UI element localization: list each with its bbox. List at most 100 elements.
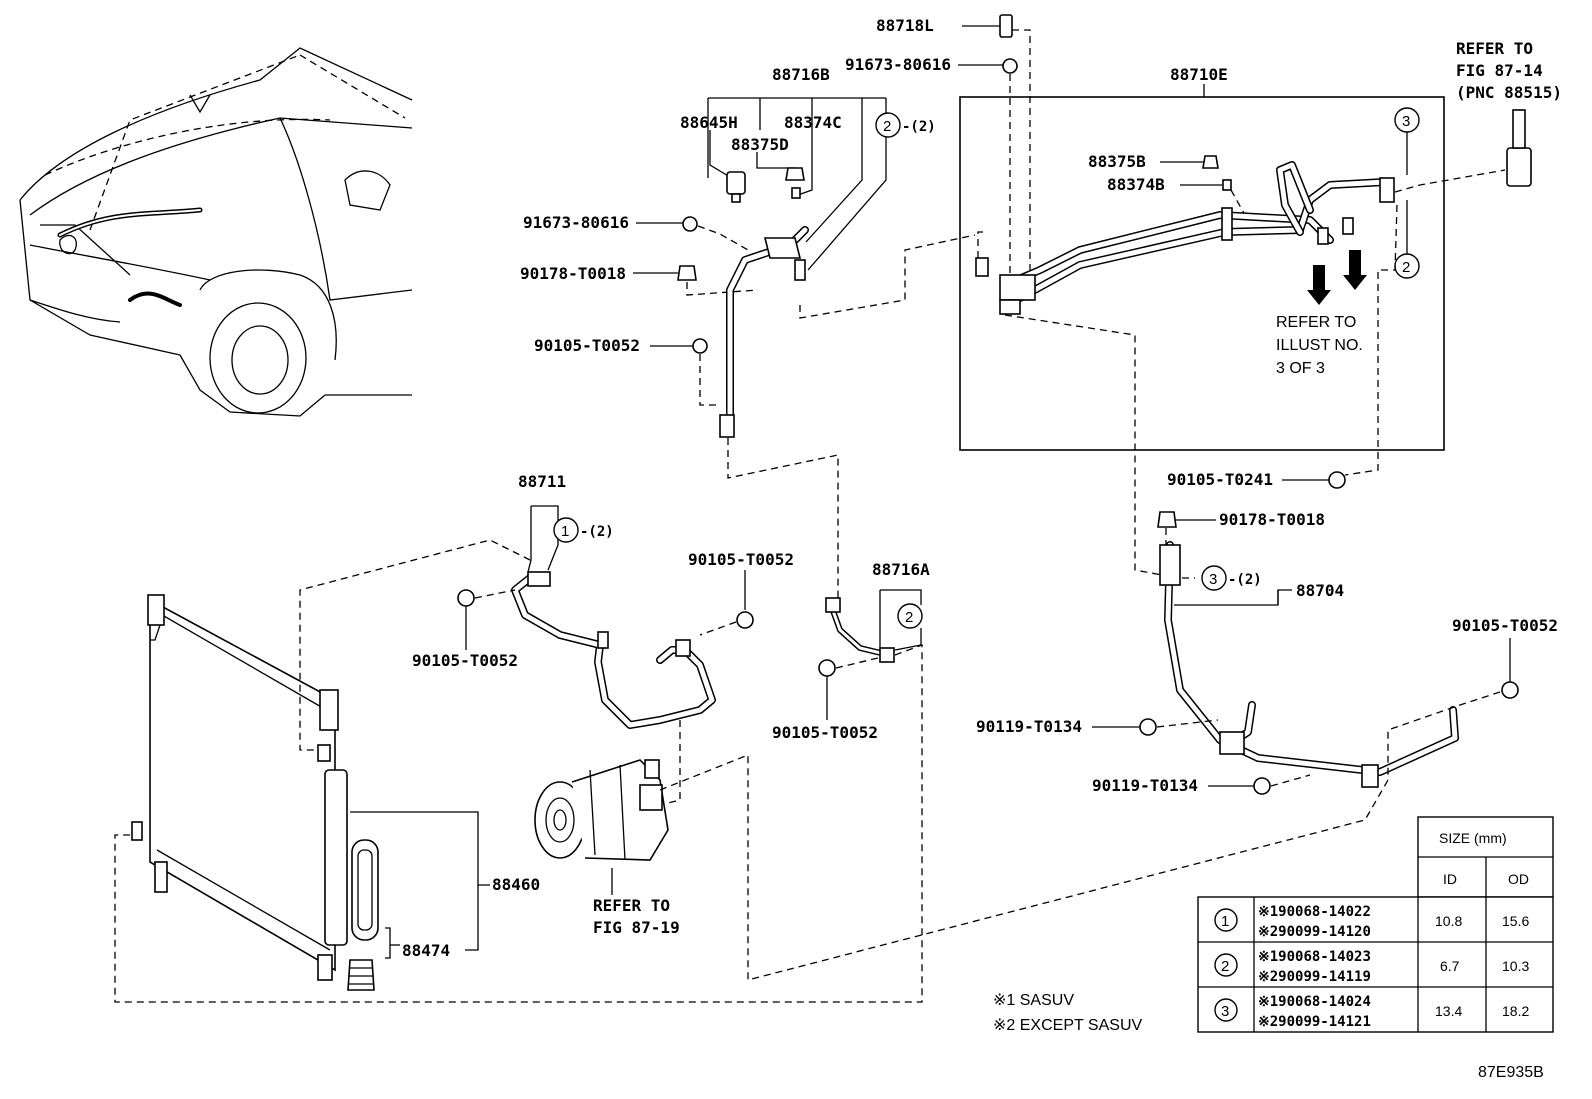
part-90105-t0052-88716a[interactable]: 90105-T0052 bbox=[772, 659, 878, 742]
bolt-icon bbox=[692, 338, 708, 354]
part-88474-filter[interactable] bbox=[347, 839, 379, 991]
row-od: 18.2 bbox=[1502, 1003, 1529, 1019]
label-88375b: 88375B bbox=[1088, 152, 1146, 171]
part-88718l[interactable]: 88718L bbox=[876, 14, 1013, 38]
callout-3: 3 bbox=[1209, 571, 1217, 588]
callout-2: 2 bbox=[1402, 259, 1410, 276]
part-90105-t0052-far-right[interactable]: 90105-T0052 bbox=[1452, 616, 1558, 699]
row-ref: 1 bbox=[1221, 913, 1229, 930]
label-90105-left: 90105-T0052 bbox=[534, 336, 640, 355]
label-90178-left: 90178-T0018 bbox=[520, 264, 626, 283]
qty-text: -(2) bbox=[580, 524, 614, 540]
col-id-header: ID bbox=[1443, 871, 1457, 887]
figure-code: 87E935B bbox=[1478, 1064, 1544, 1081]
label-88460: 88460 bbox=[492, 875, 540, 894]
label-90105-far: 90105-T0052 bbox=[1452, 616, 1558, 635]
nut-icon bbox=[1157, 511, 1177, 528]
ref-illust-line2[interactable]: ILLUST NO. bbox=[1276, 337, 1363, 354]
callout-1: 1 bbox=[561, 523, 569, 540]
col-od-header: OD bbox=[1508, 871, 1529, 887]
part-88374b[interactable]: 88374B bbox=[1107, 175, 1232, 194]
part-91673-80616-left[interactable]: 91673-80616 bbox=[523, 213, 698, 232]
callout-1-circle bbox=[1214, 908, 1238, 932]
valve-core-icon bbox=[1222, 179, 1232, 191]
part-88375b[interactable]: 88375B bbox=[1088, 152, 1219, 171]
part-90119-t0134-b[interactable]: 90119-T0134 bbox=[1092, 776, 1271, 795]
part-90105-t0052-mid[interactable]: 90105-T0052 bbox=[412, 589, 518, 670]
label-90105-hose: 90105-T0052 bbox=[688, 550, 794, 569]
part-90178-t0018-left[interactable]: 90178-T0018 bbox=[520, 264, 697, 283]
part-90178-t0018-right[interactable]: 90178-T0018 bbox=[1157, 510, 1325, 529]
vehicle-locator-illustration bbox=[19, 47, 413, 417]
callout-3-circle bbox=[1214, 998, 1238, 1022]
callout-2-circle bbox=[897, 603, 923, 629]
bolt-icon bbox=[1139, 718, 1157, 736]
ref-fig-87-14-line1[interactable]: REFER TO bbox=[1456, 39, 1533, 58]
note-2: ※2 EXCEPT SASUV bbox=[993, 1017, 1142, 1034]
row-ref: 3 bbox=[1221, 1003, 1229, 1020]
label-88374c: 88374C bbox=[784, 113, 842, 132]
part-90105-t0241[interactable]: 90105-T0241 bbox=[1167, 470, 1346, 489]
part-91673-80616-top[interactable]: 91673-80616 bbox=[845, 55, 1018, 74]
cap-88375d[interactable] bbox=[785, 167, 805, 181]
ref-illust-line1[interactable]: REFER TO bbox=[1276, 314, 1356, 331]
ref-fig-87-14-line3[interactable]: (PNC 88515) bbox=[1456, 83, 1562, 102]
size-table: SIZE (mm) ID OD 1 ※190068-14022 ※290099-… bbox=[1197, 816, 1554, 1033]
compressor-illustration[interactable] bbox=[534, 759, 669, 861]
ref-fig-87-19-line1[interactable]: REFER TO bbox=[593, 896, 670, 915]
nut-icon bbox=[677, 265, 697, 281]
part-88515-receiver[interactable] bbox=[1506, 109, 1532, 187]
label-88710e: 88710E bbox=[1170, 65, 1228, 84]
label-88374b: 88374B bbox=[1107, 175, 1165, 194]
size-header: SIZE (mm) bbox=[1439, 830, 1507, 846]
label-88716b: 88716B bbox=[772, 65, 830, 84]
part-90105-t0052-left[interactable]: 90105-T0052 bbox=[534, 336, 708, 355]
valve-core-88374c[interactable] bbox=[791, 187, 801, 199]
label-90119-a: 90119-T0134 bbox=[976, 717, 1082, 736]
qty-text: -(2) bbox=[1228, 572, 1262, 588]
label-90105-716a: 90105-T0052 bbox=[772, 723, 878, 742]
table-row: 3 ※190068-14024 ※290099-14121 13.4 18.2 bbox=[1214, 994, 1529, 1030]
row-ref: 2 bbox=[1221, 958, 1229, 975]
bolt-icon bbox=[1253, 777, 1271, 795]
hose-fitting-icon bbox=[527, 571, 551, 587]
assembly-88710e-box bbox=[959, 96, 1445, 451]
ref-illust-line3[interactable]: 3 OF 3 bbox=[1276, 360, 1325, 377]
part-90119-t0134-a[interactable]: 90119-T0134 bbox=[976, 717, 1157, 736]
ref-fig-87-14-line2[interactable]: FIG 87-14 bbox=[1456, 61, 1543, 80]
label-88704: 88704 bbox=[1296, 581, 1344, 600]
bolt-icon bbox=[1501, 681, 1519, 699]
label-88716a: 88716A bbox=[872, 560, 930, 579]
label-90105-mid: 90105-T0052 bbox=[412, 651, 518, 670]
callout-3-circle bbox=[1201, 565, 1227, 591]
arrow-down-icon bbox=[1307, 265, 1331, 305]
arrow-down-icon bbox=[1343, 250, 1367, 290]
pressure-switch-88645h[interactable] bbox=[726, 171, 746, 203]
fitting-icon bbox=[999, 274, 1036, 301]
row-od: 15.6 bbox=[1502, 913, 1529, 929]
callout-2: 2 bbox=[883, 118, 891, 135]
cap-icon bbox=[1202, 155, 1219, 169]
row-pn2: ※290099-14120 bbox=[1258, 924, 1371, 940]
qty-text: -(2) bbox=[902, 119, 936, 135]
label-88474: 88474 bbox=[402, 941, 450, 960]
row-od: 10.3 bbox=[1502, 958, 1529, 974]
bolt-icon bbox=[818, 659, 836, 677]
condenser-88460-illustration[interactable] bbox=[131, 594, 348, 981]
label-88711: 88711 bbox=[518, 472, 566, 491]
bolt-icon bbox=[682, 216, 698, 232]
callout-2-circle bbox=[1214, 953, 1238, 977]
label-88718l: 88718L bbox=[876, 16, 934, 35]
label-88375d: 88375D bbox=[731, 135, 789, 154]
pipe-fitting-icon bbox=[825, 597, 841, 613]
callout-3: 3 bbox=[1402, 113, 1410, 130]
ref-fig-87-19-line2[interactable]: FIG 87-19 bbox=[593, 918, 680, 937]
label-90105-t0241: 90105-T0241 bbox=[1167, 470, 1273, 489]
part-90105-t0052-hose[interactable]: 90105-T0052 bbox=[688, 550, 794, 629]
row-pn1: ※190068-14023 bbox=[1258, 949, 1371, 965]
switch-icon bbox=[999, 14, 1013, 38]
bolt-icon bbox=[1328, 471, 1346, 489]
hose-fitting-icon bbox=[1159, 544, 1181, 586]
bolt-icon bbox=[736, 611, 754, 629]
callout-2: 2 bbox=[905, 609, 913, 626]
